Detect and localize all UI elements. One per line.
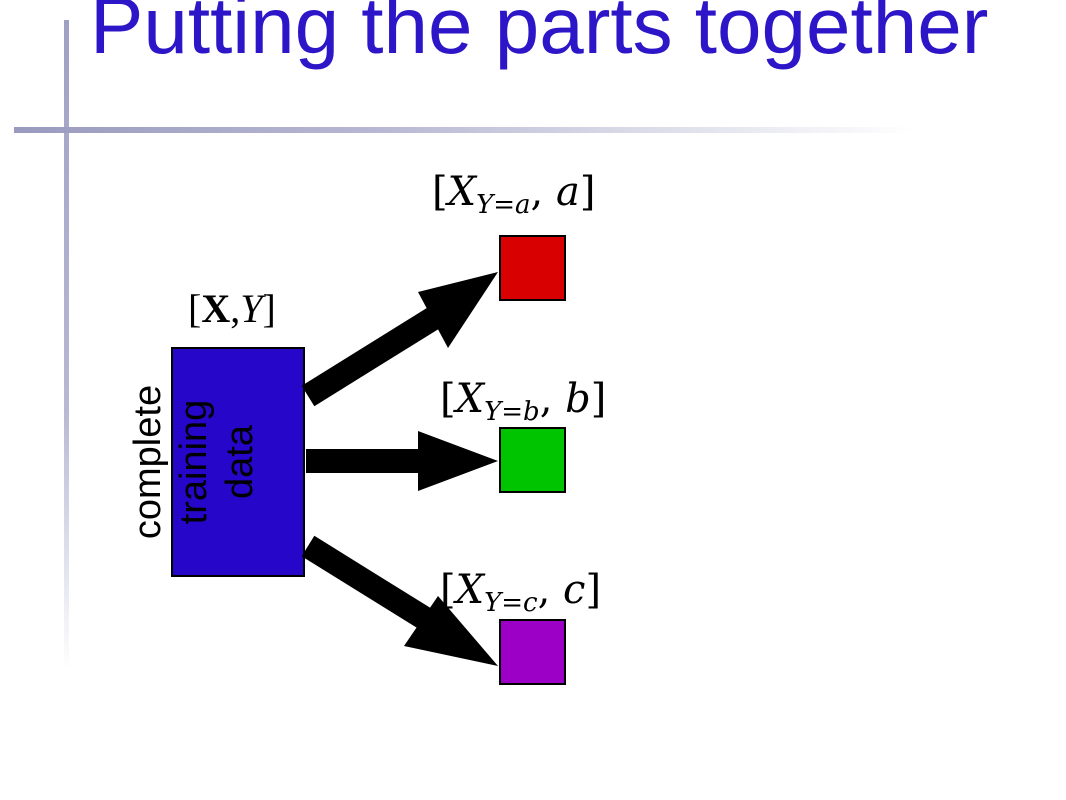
source-data-caption-wrapper: complete training data [84,372,304,552]
output-box-c [499,619,566,685]
output-label-c: [XY=c, c] [440,567,601,618]
output-label-b: [XY=b, b] [440,376,606,427]
source-math-label: [X,Y] [188,286,276,331]
decorative-vertical-rule [64,20,69,670]
source-data-box [171,347,305,577]
output-box-b [499,427,566,493]
slide-title: Putting the parts together [90,0,989,70]
arrow-to-a [301,272,498,407]
output-label-a: [XY=a, a] [432,169,595,220]
decorative-horizontal-rule [14,127,914,133]
arrow-to-c [301,535,498,666]
output-box-a [499,235,566,301]
source-data-caption: complete training data [127,384,261,540]
arrow-to-b [306,431,498,491]
